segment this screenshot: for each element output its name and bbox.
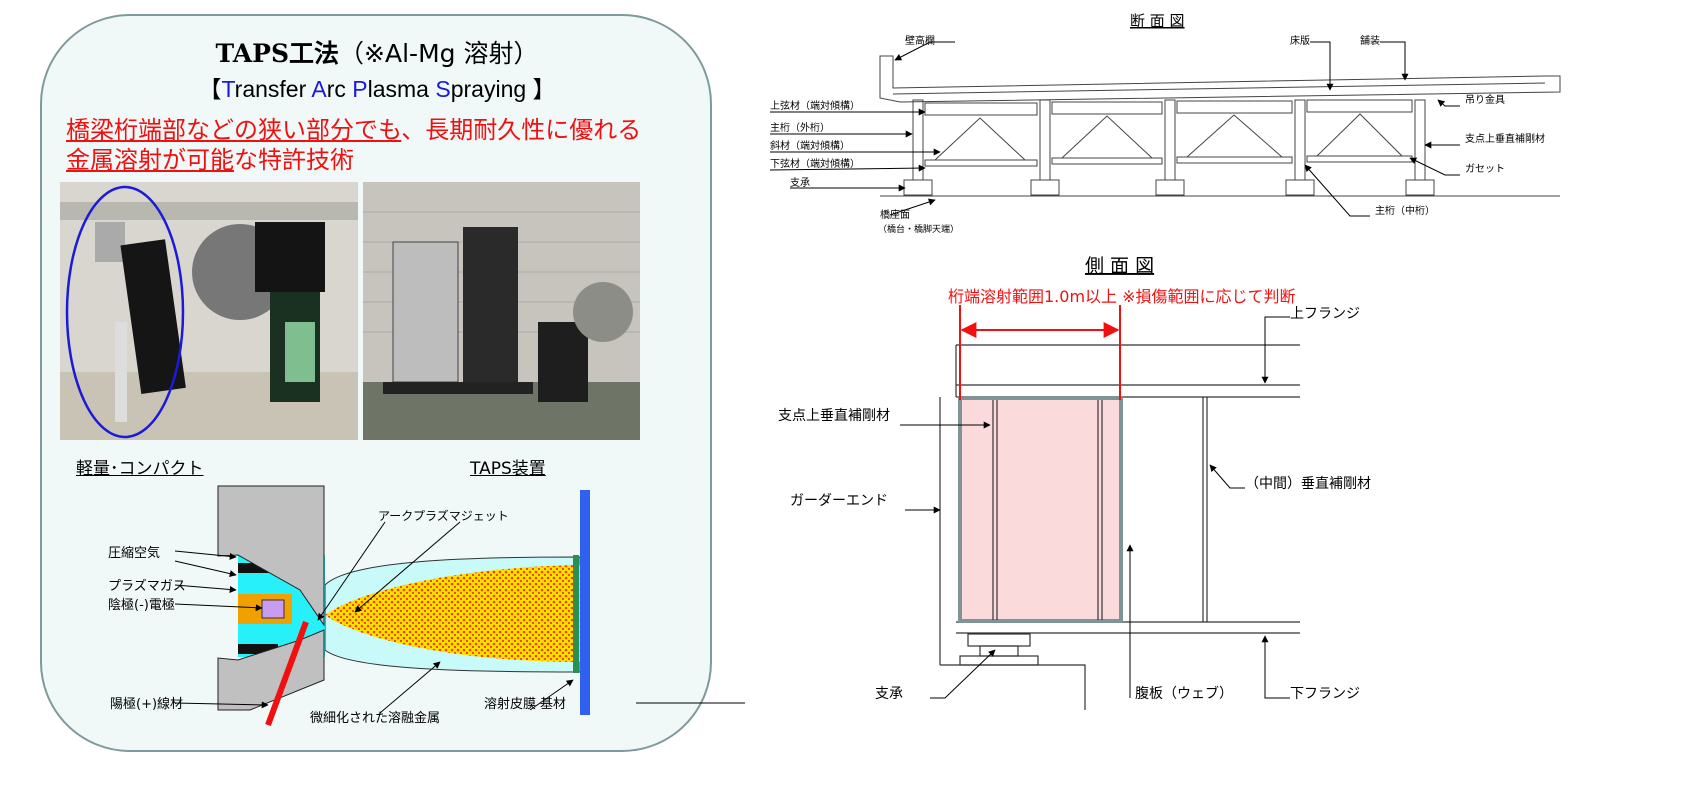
caption-taps-device: TAPS装置 [470,459,546,479]
label-seat-surface: 橋座面 [880,208,910,221]
label-seat-note: （橋台・橋脚天端） [878,223,959,235]
label-pavement: 舗装 [1360,34,1380,47]
label-inner-girder: 主桁（中桁） [1375,204,1435,217]
label-hanger: 吊り金具 [1465,93,1505,106]
label-lower-flange: 下フランジ [1290,686,1360,702]
caption-compact: 軽量･コンパクト [76,459,204,479]
label-upper-flange: 上フランジ [1290,306,1360,322]
label-upper-chord: 上弦材（端対傾構） [770,99,860,112]
label-cathode: 陰極(-)電極 [108,597,175,613]
plasma-torch-diagram: 圧縮空気 プラズマガス 陰極(-)電極 陽極(+)線材 アーク プラズマジェット… [108,485,590,727]
label-substrate: 基材 [540,697,566,712]
cross-section-drawing: 断 面 図 [769,12,1561,235]
tagline-line1: 橋梁桁端部などの狭い部分でも、長期耐久性に優れる [66,116,642,144]
side-view-title: 側 面 図 [1085,255,1154,277]
panel-subtitle: 【Transfer Arc Plasma Spraying 】 [198,76,556,102]
panel-title: TAPS工法（※Al-Mg 溶射） [215,39,539,68]
side-view-drawing: 側 面 図 桁端溶射範囲1.0m以上 ※損傷範囲に応じて判断 [778,255,1371,710]
label-diagonal: 斜材（端対傾構） [770,139,850,152]
label-web: 腹板（ウェブ） [1135,685,1233,702]
label-support-stiffener-side: 支点上垂直補剛材 [778,407,890,424]
label-arc: アーク [378,509,413,523]
label-bearing-side: 支承 [875,686,903,702]
range-note: 桁端溶射範囲1.0m以上 ※損傷範囲に応じて判断 [948,287,1296,306]
label-lower-chord: 下弦材（端対傾構） [770,157,860,170]
label-plasma-gas: プラズマガス [108,578,186,594]
label-anode-wire: 陽極(+)線材 [110,696,183,712]
label-deck-slab: 床版 [1290,34,1310,47]
label-bearing: 支承 [790,177,810,189]
label-parapet: 壁高欄 [905,34,935,47]
label-intermediate-stiffener: （中間）垂直補剛材 [1245,475,1371,492]
label-outer-girder: 主桁（外桁） [770,121,830,134]
label-support-stiffener: 支点上垂直補剛材 [1465,132,1545,145]
label-gusset: ガセット [1465,163,1505,175]
cross-section-title: 断 面 図 [1130,12,1185,30]
label-girder-end: ガーダーエンド [790,493,888,509]
photo-spray-gun [60,182,358,440]
label-coating: 溶射皮膜 [484,696,536,712]
label-compressed-air: 圧縮空気 [108,545,160,561]
label-plasma-jet: プラズマジェット [413,508,509,523]
tagline-line2: 金属溶射が可能な特許技術 [66,146,354,174]
photo-taps-device [363,182,640,440]
label-molten-metal: 微細化された溶融金属 [310,710,440,726]
